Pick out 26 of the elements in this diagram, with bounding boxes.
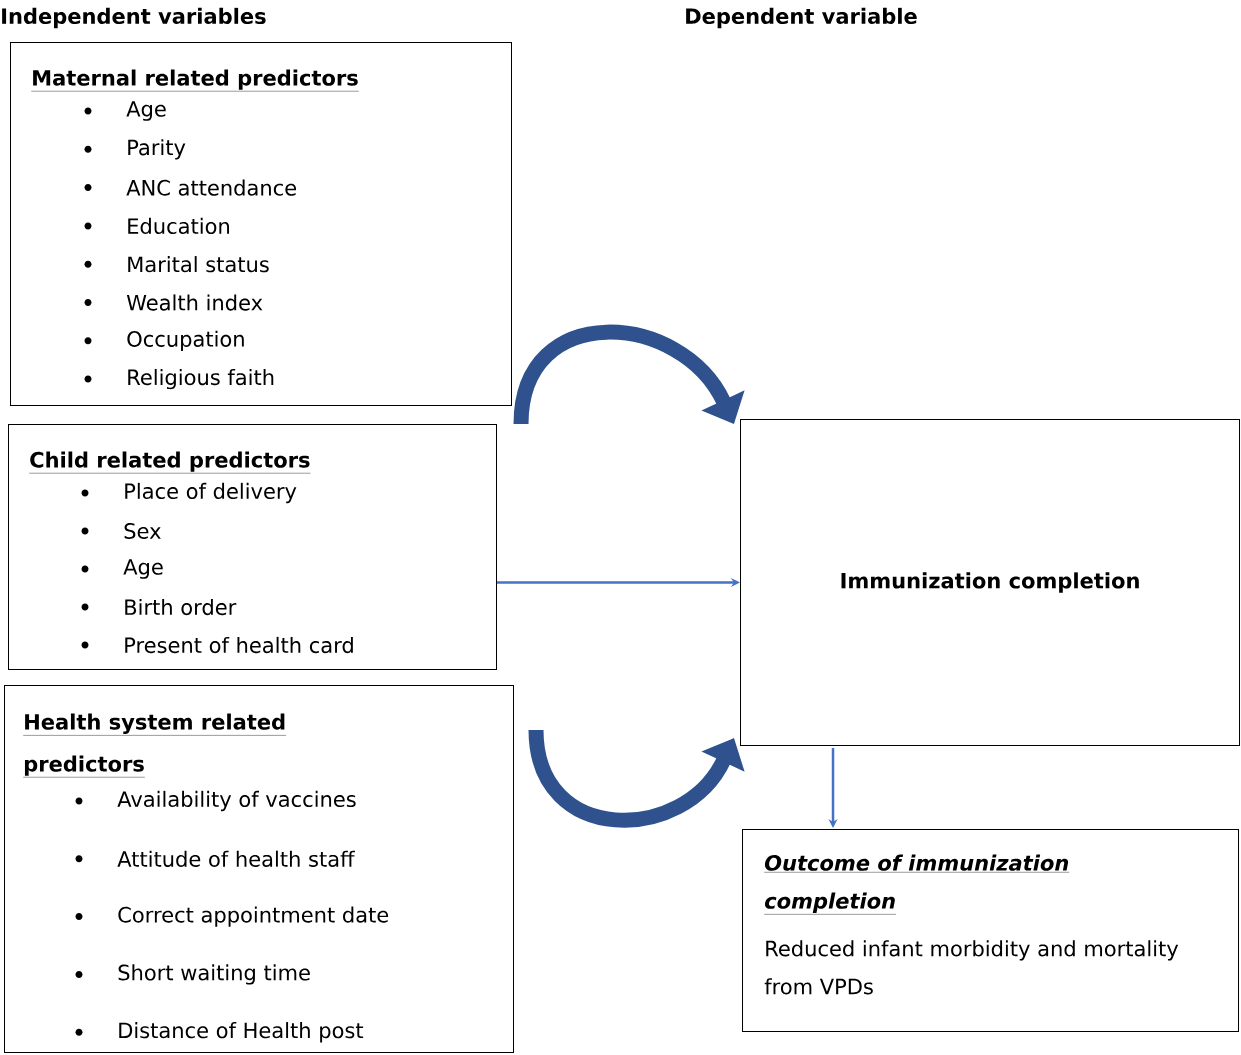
list-item: Present of health card	[125, 636, 353, 654]
list-item: Correct appointment date	[118, 906, 389, 927]
arrow	[513, 324, 745, 425]
list-item: Birth order	[125, 598, 237, 616]
list-item: Wealth index	[126, 294, 263, 311]
list-item: Distance of Health post	[119, 1022, 364, 1043]
body-text: Reduced infant morbidity and mortality from VPDs	[764, 940, 1179, 995]
heading: Health system related predictors	[23, 713, 287, 778]
list-item: Age	[126, 101, 166, 121]
heading: Maternal related predictors	[31, 69, 359, 92]
list-item: Age	[123, 559, 163, 579]
list-item: Parity	[128, 139, 186, 160]
column-heading: Dependent variable	[686, 7, 917, 29]
list-item: Education	[128, 217, 229, 235]
list-item: Occupation	[127, 330, 244, 351]
list-item: Religious faith	[128, 368, 274, 390]
list-item: ANC attendance	[126, 179, 297, 196]
box-label: Immunization completion	[841, 572, 1139, 593]
heading: Outcome of immunization completion	[764, 854, 1070, 915]
list-item: Marital status	[128, 256, 269, 273]
list-item: Attitude of health staff	[117, 850, 355, 867]
list-item: Sex	[124, 523, 161, 539]
list-item: Place of delivery	[125, 482, 297, 504]
list-item: Availability of vaccines	[117, 790, 356, 812]
heading: Child related predictors	[29, 451, 311, 474]
list-item: Short waiting time	[118, 964, 310, 985]
